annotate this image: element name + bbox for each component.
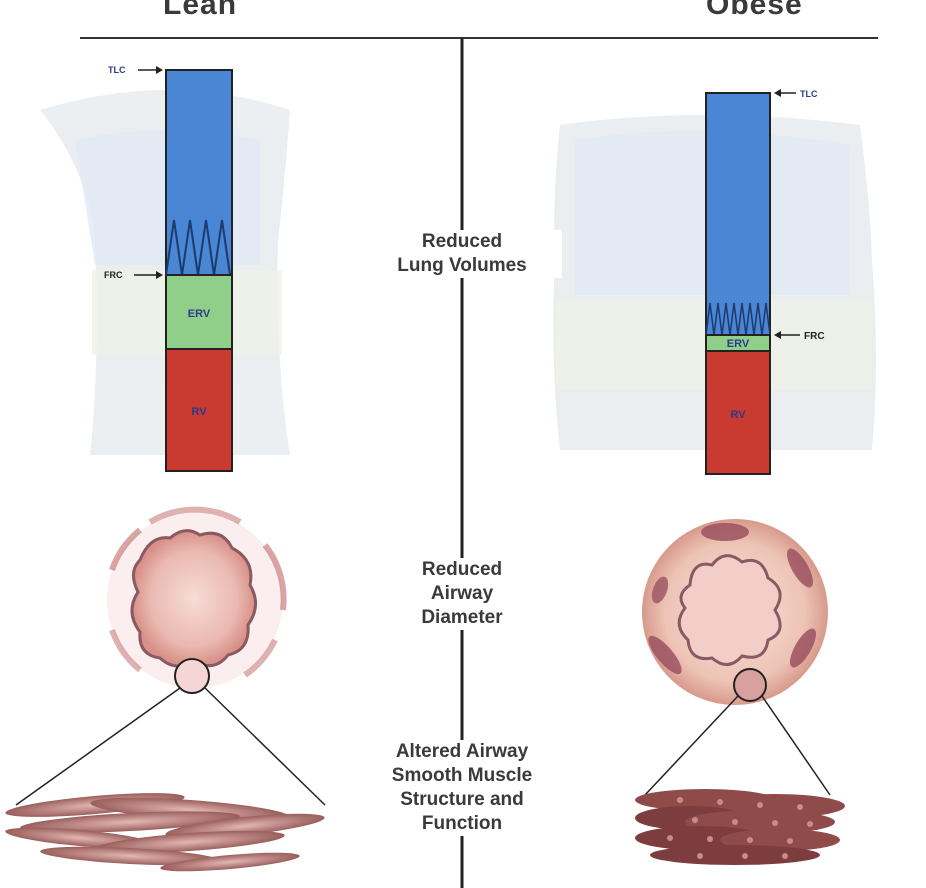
obese-tlc-segment (706, 93, 770, 335)
lean-tlc-segment (166, 70, 232, 275)
lean-smooth-muscle-cells (5, 788, 326, 875)
lean-zoom-line-right (205, 688, 325, 805)
lean-frc-label: FRC (104, 270, 123, 280)
caption-line: Airway (362, 582, 562, 606)
lean-airway-lumen (132, 531, 256, 667)
caption-line: Structure and (362, 788, 562, 812)
altered-smooth-muscle-caption: Altered Airway Smooth Muscle Structure a… (362, 740, 562, 836)
caption-line: Reduced (362, 230, 562, 254)
lean-tlc-label: TLC (108, 65, 126, 75)
caption-line: Reduced (362, 558, 562, 582)
lean-erv-label: ERV (188, 308, 211, 320)
lean-rv-label: RV (191, 406, 207, 418)
caption-line: Function (362, 812, 562, 836)
obese-frc-label: FRC (804, 331, 825, 342)
obese-smooth-muscle-cells (635, 789, 845, 865)
obese-airway-lumen (679, 556, 780, 665)
caption-line: Lung Volumes (362, 254, 562, 278)
obese-airway-cross-section (642, 519, 830, 795)
lean-tlc-arrowhead-icon (156, 66, 163, 74)
lean-heading: Lean (163, 0, 237, 22)
obese-rv-label: RV (730, 409, 746, 421)
reduced-lung-volumes-caption: Reduced Lung Volumes (362, 230, 562, 278)
caption-line: Diameter (362, 606, 562, 630)
lean-airway-cross-section (16, 510, 325, 805)
obese-zoom-line-right (762, 696, 830, 795)
caption-line: Smooth Muscle (362, 764, 562, 788)
obese-muscle-zoom-circle (734, 669, 766, 701)
obese-erv-label: ERV (727, 338, 750, 350)
lean-zoom-line-left (16, 688, 180, 805)
obese-tlc-label: TLC (800, 89, 818, 99)
reduced-airway-diameter-caption: Reduced Airway Diameter (362, 558, 562, 630)
obese-heading: Obese (706, 0, 803, 22)
lean-muscle-zoom-circle (175, 659, 209, 693)
obese-zoom-line-left (645, 696, 738, 795)
caption-line: Altered Airway (362, 740, 562, 764)
